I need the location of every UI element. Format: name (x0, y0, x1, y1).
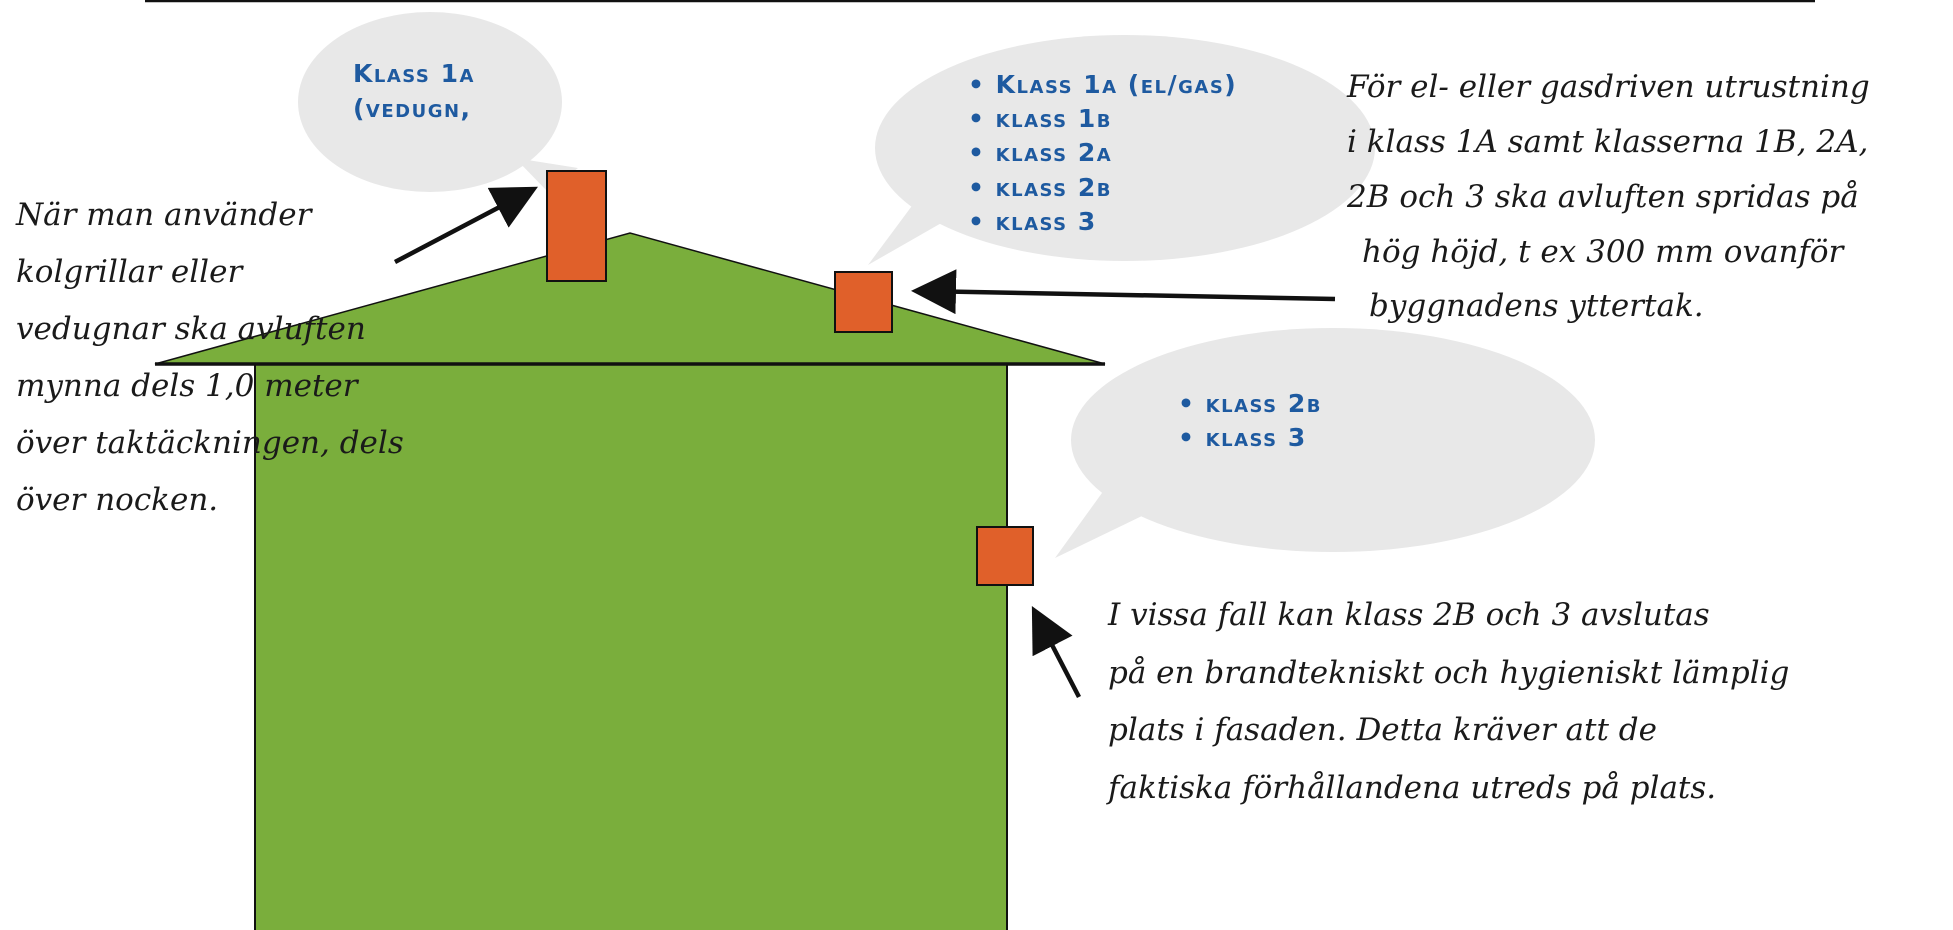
bubble-list-item: • klass 2a (968, 138, 1112, 167)
note-line: I vissa fall kan klass 2B och 3 avslutas (1107, 597, 1710, 633)
bubble-list-item: • klass 2b (968, 173, 1112, 202)
note-line: byggnadens yttertak. (1369, 288, 1704, 324)
note-line: mynna dels 1,0 meter (16, 368, 360, 404)
note-top-right: För el- eller gasdriven utrustning i kla… (1346, 69, 1870, 324)
house-wall (254, 363, 1008, 930)
note-line: För el- eller gasdriven utrustning (1346, 69, 1870, 105)
bubble-text-top-center: • Klass 1a (el/gas) • klass 1b • klass 2… (968, 70, 1237, 236)
bubble-line: (vedugn, (353, 94, 472, 123)
bubble-list-item: • klass 3 (1178, 423, 1307, 452)
bubble-list-item: • klass 3 (968, 207, 1097, 236)
arrow-to-chimney (393, 186, 538, 264)
note-line: faktiska förhållandena utreds på plats. (1106, 770, 1716, 806)
note-line: vedugnar ska avluften (16, 311, 366, 347)
note-line: på en brandtekniskt och hygieniskt lämpl… (1108, 655, 1789, 691)
speech-bubble-right-middle (1055, 328, 1595, 558)
arrow-to-roof-vent (911, 269, 1336, 315)
bubble-line: Klass 1a (353, 59, 475, 88)
note-line: kolgrillar eller (16, 254, 244, 290)
speech-bubble-top-center (868, 35, 1375, 265)
bubble-list-item: • klass 1b (968, 104, 1112, 133)
chimney-wood-oven (546, 170, 607, 282)
note-line: över taktäckningen, dels (16, 425, 404, 461)
bubble-list-item: • Klass 1a (el/gas) (968, 70, 1237, 99)
note-left: När man använder kolgrillar eller vedugn… (15, 197, 404, 518)
note-line: plats i fasaden. Detta kräver att de (1108, 712, 1657, 748)
note-line: över nocken. (16, 482, 218, 518)
bubble-text-right-middle: • klass 2b • klass 3 (1178, 389, 1322, 452)
note-bottom-right: I vissa fall kan klass 2B och 3 avslutas… (1106, 597, 1789, 806)
note-line: i klass 1A samt klasserna 1B, 2A, (1347, 124, 1868, 160)
roof-vent (834, 271, 893, 333)
note-line: hög höjd, t ex 300 mm ovanför (1362, 234, 1846, 270)
arrow-to-facade-vent (1031, 606, 1081, 699)
bubble-text-top-left: Klass 1a (vedugn, (353, 59, 475, 123)
bubble-list-item: • klass 2b (1178, 389, 1322, 418)
note-line: 2B och 3 ska avluften spridas på (1346, 179, 1859, 215)
note-line: När man använder (15, 197, 314, 233)
facade-vent (976, 526, 1034, 586)
